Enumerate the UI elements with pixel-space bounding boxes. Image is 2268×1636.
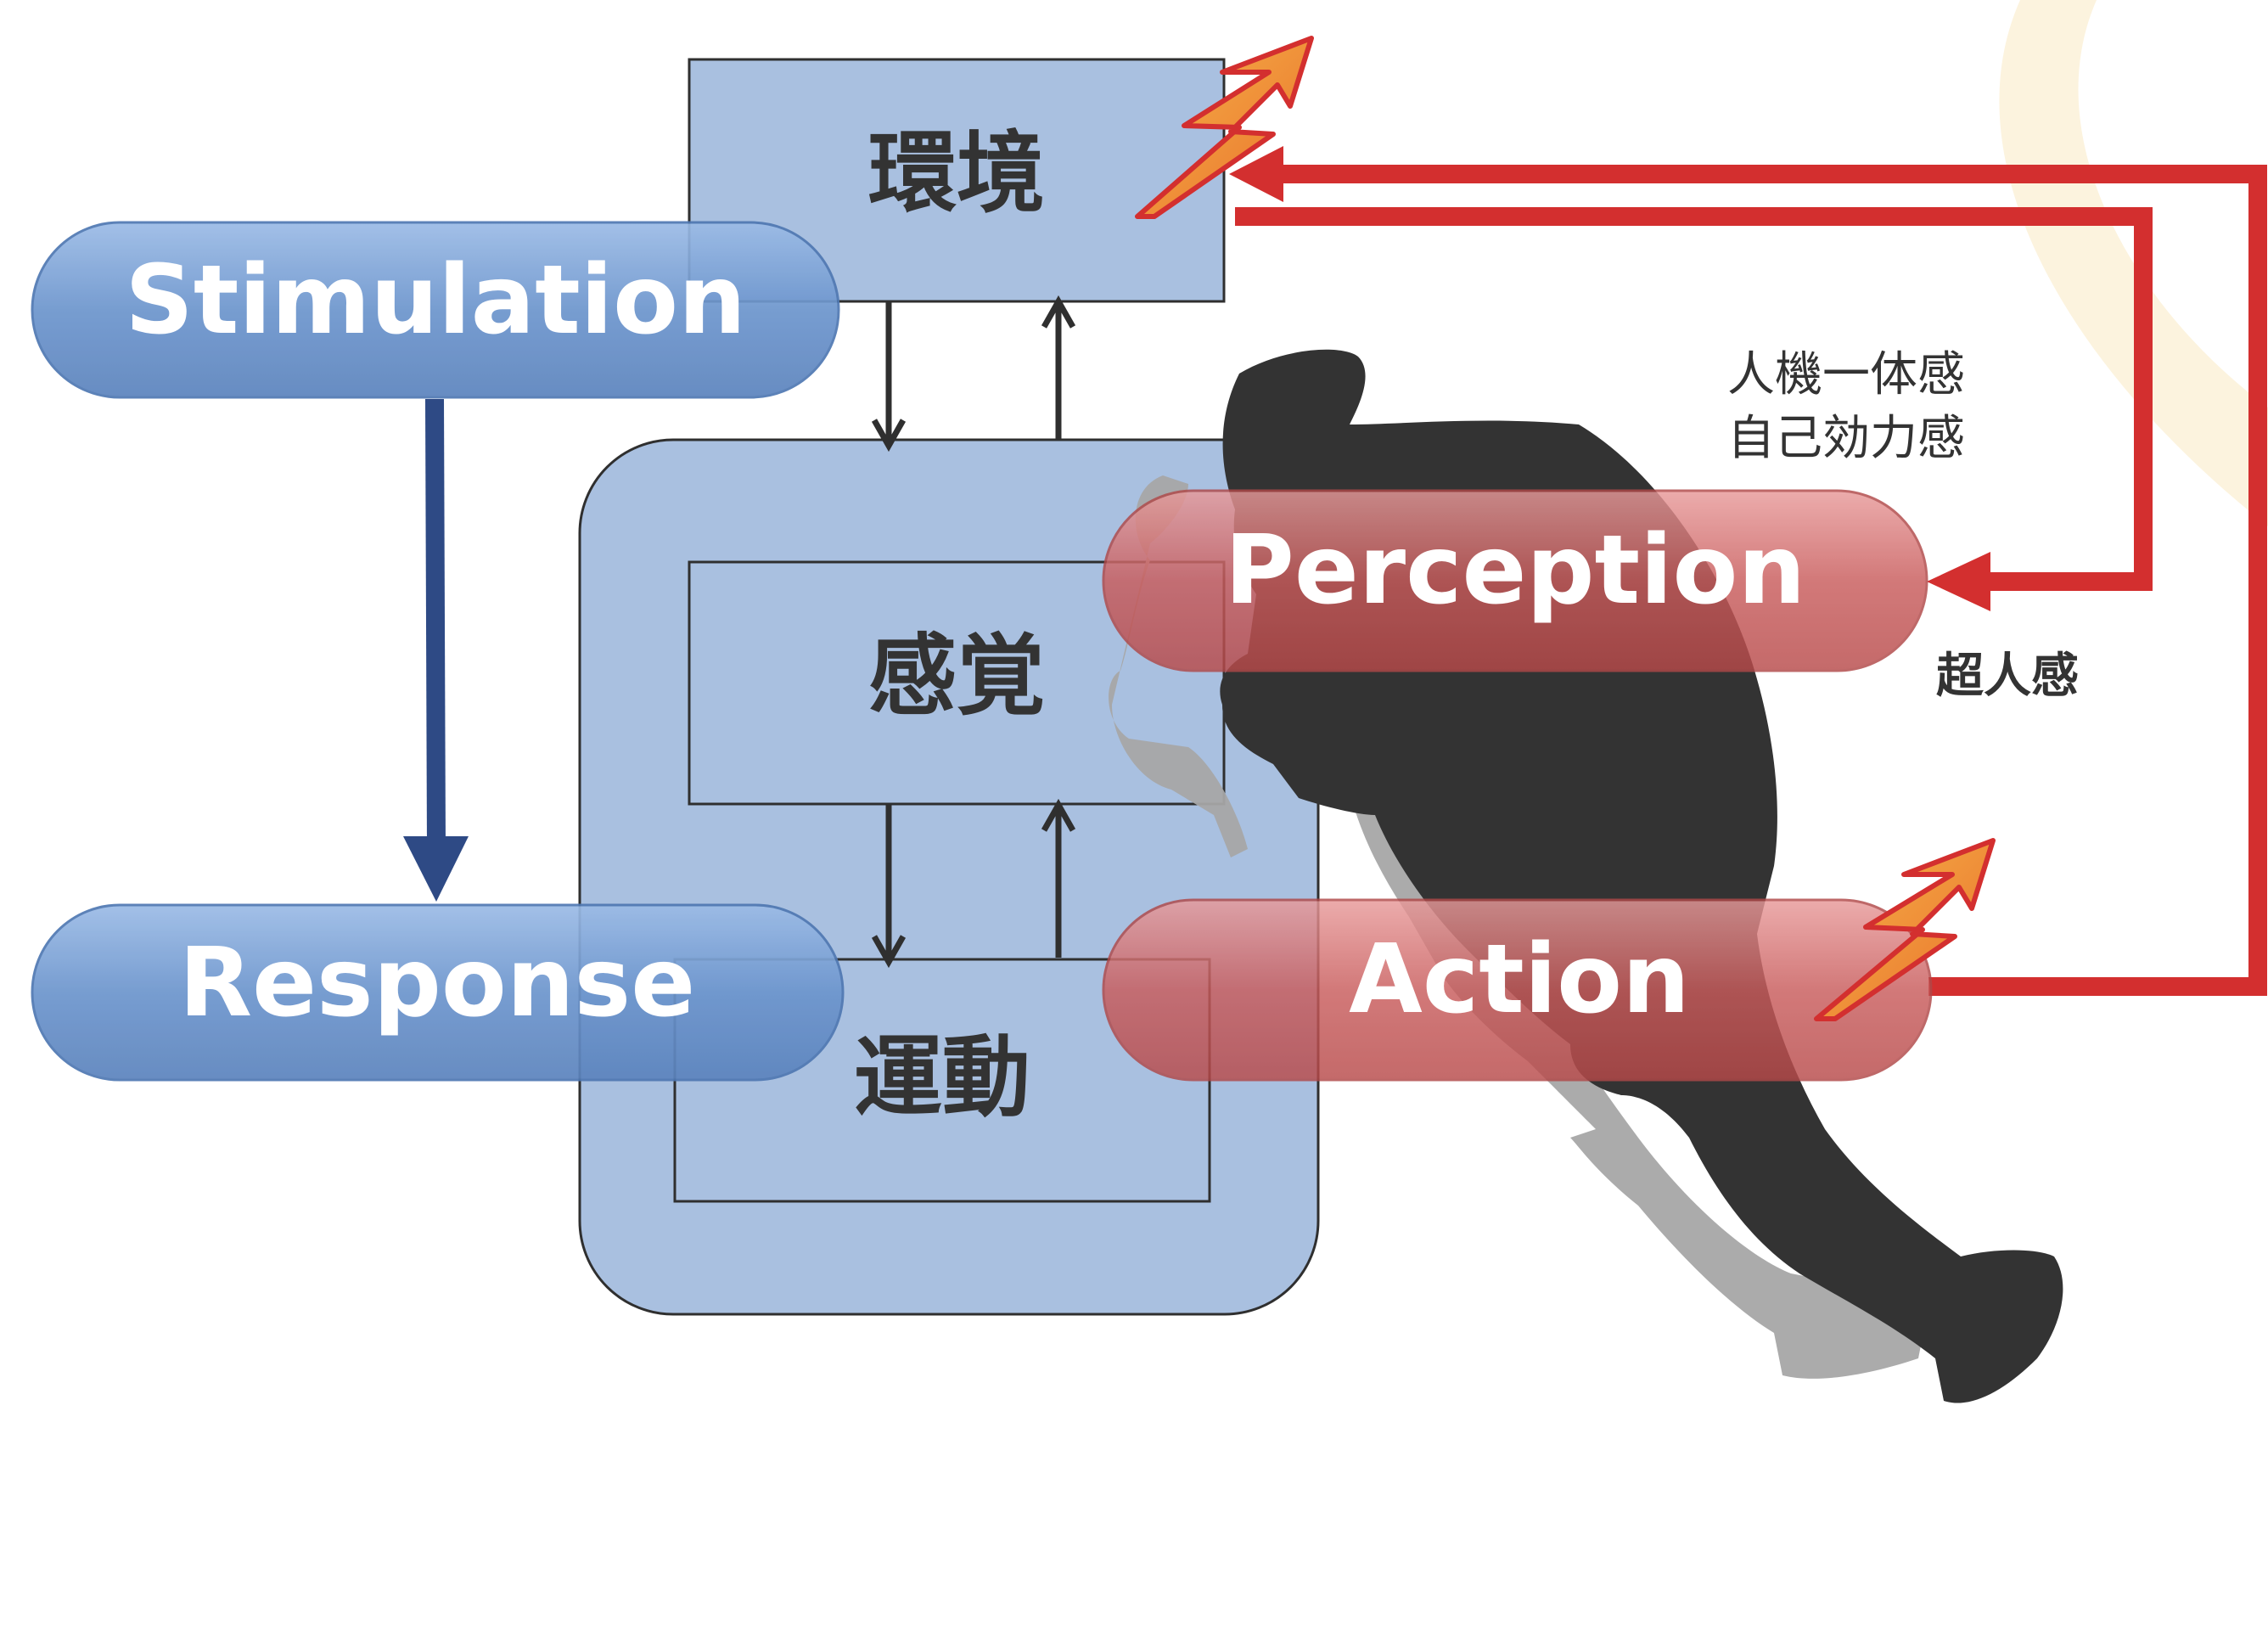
sensation-label: 感覚 (868, 624, 1045, 728)
sensation-to-motor-arrows (871, 798, 1076, 969)
stimulation-label: Stimulation (125, 245, 746, 356)
action-label: Action (1349, 925, 1690, 1035)
environment-label: 環境 (868, 121, 1045, 225)
response-pill: Response (31, 903, 845, 1082)
environment-to-perception-arrow (1235, 207, 2153, 591)
feedback-arrows (1229, 146, 2267, 996)
environment-to-sensation-arrows (871, 295, 1076, 453)
perception-label: Perception (1225, 515, 1805, 626)
action-pill: Action (1102, 898, 1933, 1082)
superhuman-label: 超人感 (1936, 649, 2079, 704)
perception-pill: Perception (1102, 489, 1928, 672)
action-to-environment-arrow (1265, 165, 2267, 996)
stimulation-pill: Stimulation (31, 221, 840, 399)
feelings-line-2: 自己効力感 (1727, 411, 1965, 466)
lightning-icon (1814, 838, 1996, 1021)
feelings-line-1: 人機一体感 (1727, 347, 1965, 402)
stimulation-to-response-arrow (403, 398, 469, 902)
motor-label: 運動 (854, 1026, 1030, 1129)
lightning-icon (1135, 36, 1314, 219)
response-label: Response (179, 928, 695, 1038)
decorative-arc-inner (2078, 0, 2268, 408)
